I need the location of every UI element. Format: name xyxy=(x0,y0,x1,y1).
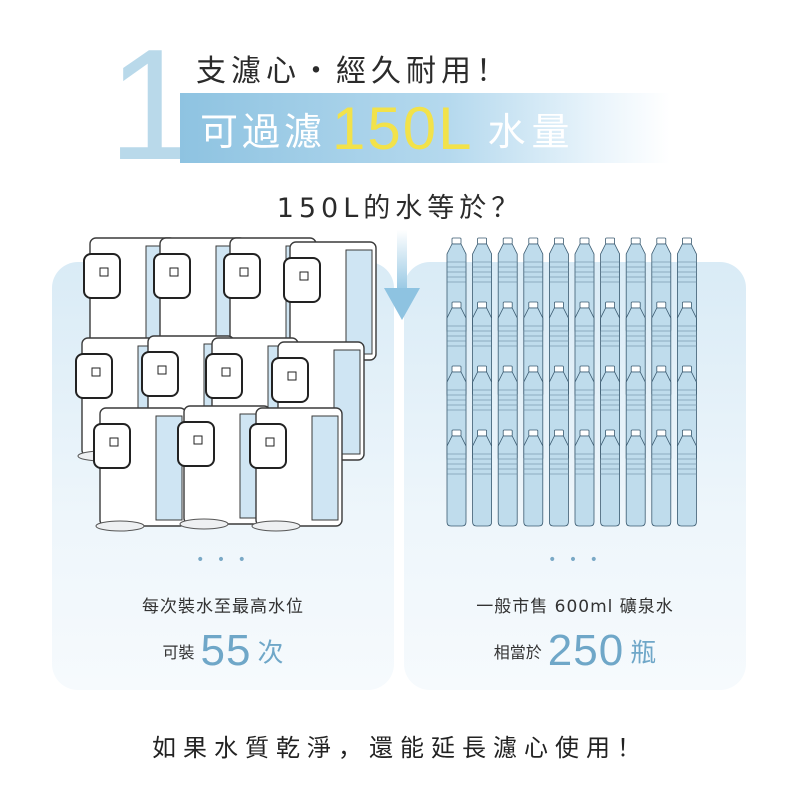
water-dispenser-icon xyxy=(75,237,377,532)
headline-top-line: 支濾心・經久耐用！ xyxy=(196,54,511,89)
bottle xyxy=(472,429,492,527)
bottle xyxy=(600,429,620,527)
headline-banner xyxy=(180,93,670,163)
banner-amount: 150L xyxy=(332,94,474,162)
dispenser xyxy=(283,241,377,366)
left-caption: 每次裝水至最高水位 xyxy=(142,597,304,617)
dispenser xyxy=(93,407,187,532)
bottle xyxy=(446,429,467,527)
down-arrow-icon xyxy=(384,230,420,320)
right-caption: 一般市售 600ml 礦泉水 xyxy=(476,597,674,617)
banner-prefix: 可過濾 xyxy=(200,109,327,154)
subhead: 150L的水等於？ xyxy=(276,193,524,224)
bottle xyxy=(574,429,595,527)
bottle xyxy=(625,429,646,527)
banner-suffix: 水量 xyxy=(487,109,576,154)
bottle xyxy=(497,429,518,527)
left-stat-prefix: 可裝 xyxy=(162,643,195,662)
right-dots: • • • xyxy=(548,552,602,568)
bottle xyxy=(549,429,569,527)
right-stat-value: 250 xyxy=(547,626,625,675)
footer-note: 如果水質乾淨，還能延長濾心使用！ xyxy=(152,734,648,762)
bottle xyxy=(677,429,697,527)
left-stat-unit: 次 xyxy=(257,638,284,669)
dispenser xyxy=(249,407,343,532)
left-stat-value: 55 xyxy=(200,626,252,675)
right-stat-unit: 瓶 xyxy=(630,638,657,669)
bottle xyxy=(523,429,544,527)
bottle xyxy=(651,429,672,527)
left-dots: • • • xyxy=(196,552,250,568)
headline-banner-text: 可過濾 150L 水量 xyxy=(200,93,576,163)
right-stat-prefix: 相當於 xyxy=(493,643,542,662)
water-bottle-icon xyxy=(446,237,697,527)
